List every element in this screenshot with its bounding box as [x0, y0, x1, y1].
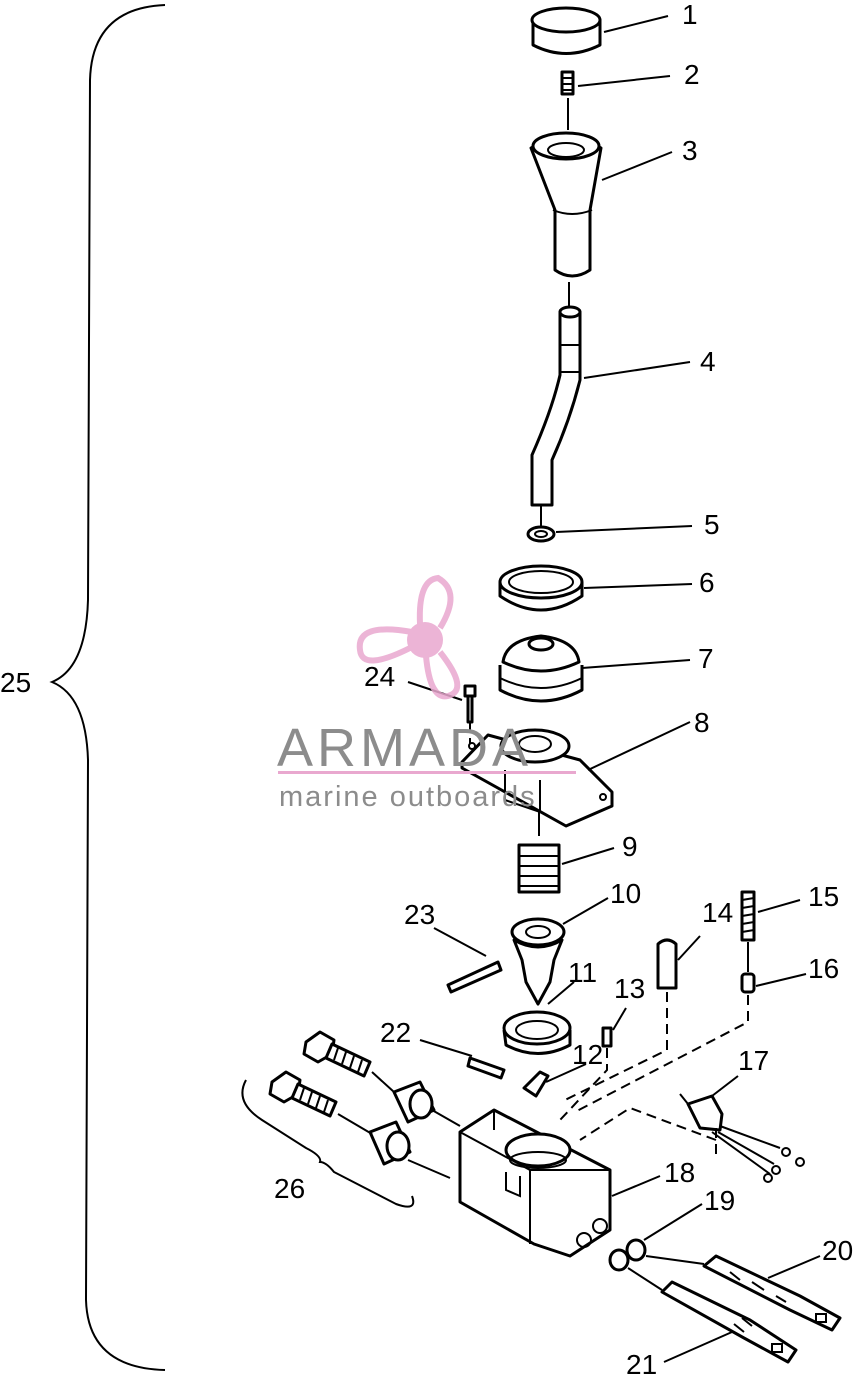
leader-5 — [555, 525, 693, 533]
label-16: 16 — [808, 953, 839, 984]
leader-12 — [545, 1063, 587, 1083]
assembly-brace-25 — [49, 4, 166, 1371]
part-24-bolt — [463, 684, 477, 724]
leader-11 — [547, 981, 575, 1005]
part-17-neutral-switch — [679, 1093, 805, 1183]
leader-23 — [433, 927, 487, 957]
part-12-clip — [522, 1070, 550, 1098]
leader-1 — [603, 15, 669, 33]
part-19-washers — [608, 1238, 647, 1272]
label-24: 24 — [364, 661, 395, 692]
label-23: 23 — [404, 899, 435, 930]
label-22: 22 — [380, 1017, 411, 1048]
label-19: 19 — [704, 1185, 735, 1216]
label-12: 12 — [572, 1039, 603, 1070]
leader-22 — [419, 1039, 473, 1057]
leader-7 — [581, 659, 691, 669]
leader-4 — [583, 361, 691, 379]
label-9: 9 — [622, 831, 638, 862]
part-2-screw — [560, 70, 575, 96]
part-9-spring — [517, 843, 561, 894]
label-11: 11 — [568, 957, 597, 988]
label-10: 10 — [610, 878, 641, 909]
leader-8 — [587, 721, 691, 771]
leader-21 — [663, 1331, 733, 1363]
leader-17 — [711, 1075, 739, 1097]
part-4-lever — [530, 305, 582, 507]
leader-18 — [611, 1175, 661, 1197]
bracket-26 — [241, 1079, 415, 1208]
label-2: 2 — [684, 59, 700, 90]
label-5: 5 — [704, 509, 720, 540]
part-20-cable-end — [702, 1254, 842, 1332]
label-4: 4 — [700, 346, 716, 377]
label-25: 25 — [0, 667, 31, 698]
part-10-detent-body — [510, 917, 566, 1006]
part-18-main-housing — [458, 1108, 612, 1258]
leader-20 — [767, 1255, 821, 1279]
part-8-plate — [460, 728, 614, 828]
part-7-housing-cap — [498, 634, 584, 703]
label-14: 14 — [702, 897, 733, 928]
label-21: 21 — [626, 1349, 657, 1377]
label-17: 17 — [738, 1045, 769, 1076]
label-3: 3 — [682, 135, 698, 166]
part-6-ring — [498, 564, 584, 612]
part-23-pin — [446, 960, 503, 994]
watermark-rule — [278, 771, 576, 774]
label-6: 6 — [699, 567, 715, 598]
leader-16 — [755, 973, 807, 987]
leader-13 — [612, 1007, 627, 1031]
leader-2 — [577, 75, 671, 87]
part-16-detent-ball — [740, 972, 756, 994]
label-7: 7 — [698, 643, 714, 674]
part-22-pin — [466, 1056, 506, 1080]
leader-15 — [757, 899, 801, 913]
leader-10 — [562, 897, 609, 925]
part-13-set-screw — [601, 1026, 613, 1048]
watermark-brand: ARMADA — [277, 718, 532, 778]
label-20: 20 — [822, 1235, 853, 1266]
leader-3 — [601, 151, 673, 181]
watermark-tagline: marine outboards — [279, 781, 537, 813]
label-18: 18 — [664, 1157, 695, 1188]
label-1: 1 — [682, 0, 698, 30]
propeller-icon — [356, 574, 461, 700]
part-5-washer — [526, 525, 556, 543]
leader-14 — [677, 935, 701, 961]
part-21-cable-end — [660, 1280, 798, 1364]
label-26: 26 — [274, 1173, 305, 1204]
part-1-knob-cap — [530, 6, 602, 55]
label-13: 13 — [614, 973, 645, 1004]
watermark-logo: ARMADA marine outboards — [277, 574, 576, 813]
part-15-spring — [740, 890, 756, 942]
leader-9 — [561, 847, 615, 865]
part-3-handle — [529, 131, 603, 278]
part-14-plunger — [656, 938, 678, 990]
label-15: 15 — [808, 881, 839, 912]
leader-6 — [583, 583, 693, 589]
part-26-bolts-spacers — [268, 1030, 461, 1179]
part-11-cam-ring — [502, 1010, 572, 1055]
label-8: 8 — [694, 707, 710, 738]
leader-19 — [643, 1203, 703, 1241]
